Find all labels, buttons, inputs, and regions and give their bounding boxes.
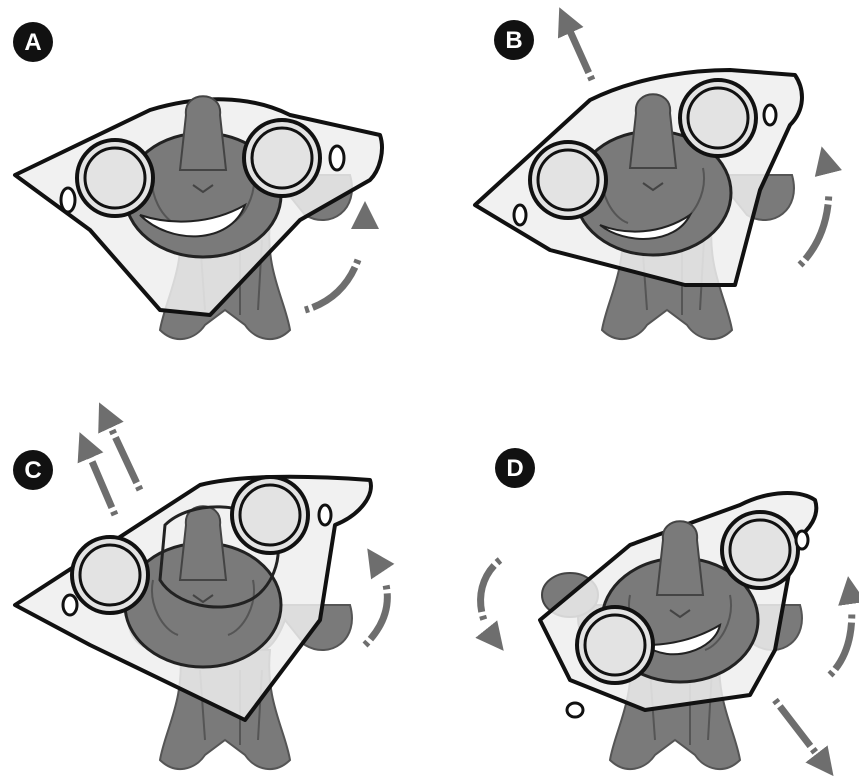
atlas-vertebra [540, 493, 816, 717]
badge-a: A [13, 22, 53, 62]
rotation-arrow-c [365, 560, 387, 645]
atlas-vertebra [15, 477, 371, 720]
panel-d: D [430, 390, 859, 780]
translation-arrow-c1 [85, 445, 115, 515]
panel-b-label: B [505, 27, 522, 54]
rotation-arrow-d-right [830, 590, 852, 675]
panel-d-label: D [506, 455, 523, 482]
atlas-vertebra [15, 96, 382, 315]
rotation-arrow-d-left [481, 560, 500, 640]
badge-c: C [13, 450, 53, 490]
panel-a: A [0, 0, 430, 390]
badge-b: B [494, 20, 534, 60]
rotation-arrow-b [800, 160, 829, 265]
panel-a-label: A [24, 29, 41, 56]
panel-c-label: C [24, 457, 41, 484]
atlas-vertebra [475, 70, 802, 285]
panel-c: C [0, 390, 430, 780]
rotation-arrow-a [305, 215, 365, 310]
translation-arrow-d [775, 700, 825, 765]
translation-arrow-c2 [105, 415, 140, 490]
badge-d: D [495, 448, 535, 488]
translation-arrow-b [565, 20, 592, 80]
panel-b: B [430, 0, 859, 390]
